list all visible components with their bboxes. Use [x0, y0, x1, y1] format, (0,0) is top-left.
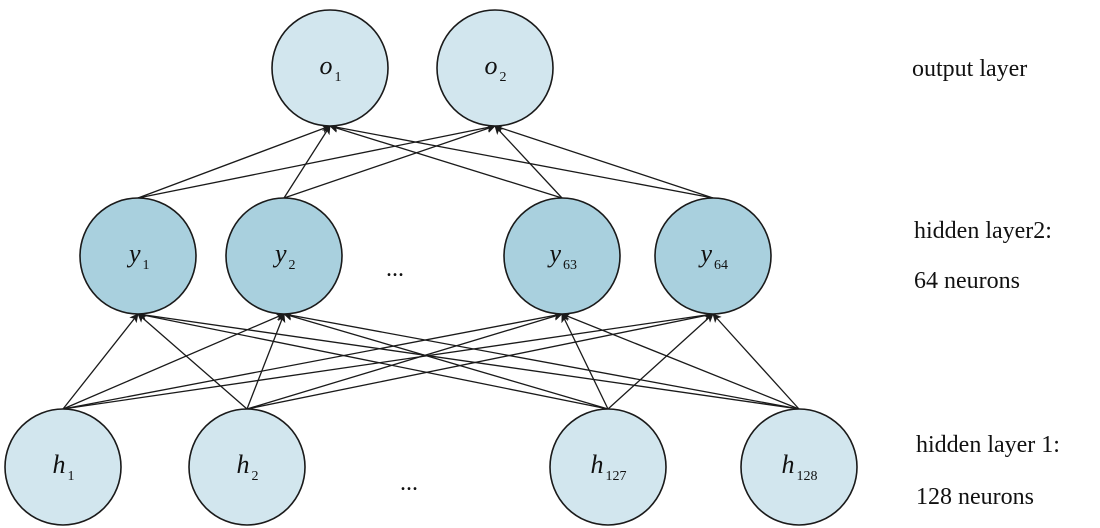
hidden-layer2-label: hidden layer2: — [914, 218, 1052, 244]
edge-h-2-to-y-3 — [246, 312, 563, 410]
edge-h-1-to-y-1 — [62, 313, 139, 410]
neuron-subscript: 1 — [68, 469, 75, 484]
edge-h-4-to-y-3 — [561, 312, 800, 410]
edge-h-3-to-y-1 — [137, 311, 609, 410]
edge-y-4-to-o-2 — [494, 124, 714, 199]
edge-y-1-to-o-1 — [137, 124, 331, 199]
neuron-variable: h — [591, 450, 604, 479]
neuron-variable: y — [546, 239, 561, 268]
neuron-variable: y — [272, 239, 287, 268]
neuron-subscript: 2 — [252, 469, 259, 484]
edge-y-2-to-o-2 — [283, 124, 496, 199]
neuron-circle — [4, 408, 122, 526]
edge-h-4-to-y-4 — [712, 313, 800, 410]
edge-h-1-to-y-4 — [62, 310, 714, 410]
neuron-circle — [740, 408, 858, 526]
neuron-circle — [225, 197, 343, 315]
neuron-circle — [79, 197, 197, 315]
edge-h-1-to-y-3 — [62, 311, 563, 410]
neuron-circle — [549, 408, 667, 526]
neuron-variable: o — [320, 51, 333, 80]
edge-y-3-to-o-2 — [494, 125, 563, 199]
neuron-subscript: 64 — [714, 258, 728, 273]
neuron-variable: h — [237, 450, 250, 479]
edge-h-3-to-y-2 — [283, 311, 609, 410]
neuron-subscript: 63 — [563, 258, 577, 273]
neuron-circle — [188, 408, 306, 526]
edge-h-4-to-y-2 — [283, 311, 800, 410]
neuron-circle — [436, 9, 554, 127]
neuron-subscript: 2 — [289, 258, 296, 273]
output-layer-label: output layer — [912, 56, 1028, 82]
neuron-circle — [654, 197, 772, 315]
hidden2-ellipsis: ... — [386, 256, 404, 282]
neuron-subscript: 128 — [797, 469, 818, 484]
edge-h-3-to-y-4 — [607, 313, 714, 410]
neuron-variable: y — [126, 239, 141, 268]
edge-h-2-to-y-2 — [246, 313, 286, 410]
edge-h-1-to-y-2 — [62, 313, 285, 410]
neuron-variable: h — [782, 450, 795, 479]
edge-y-3-to-o-1 — [329, 124, 563, 199]
neuron-variable: o — [485, 51, 498, 80]
connection-edges — [62, 123, 800, 410]
edge-h-3-to-y-3 — [561, 313, 609, 410]
hidden-layer2-count: 64 neurons — [914, 268, 1020, 294]
neuron-subscript: 2 — [500, 70, 507, 85]
edge-h-4-to-y-1 — [137, 310, 800, 410]
hidden-layer1-label: hidden layer 1: — [916, 432, 1060, 458]
hidden-layer1-count: 128 neurons — [916, 484, 1034, 510]
edge-y-1-to-o-2 — [137, 123, 496, 199]
neuron-circle — [503, 197, 621, 315]
edge-y-4-to-o-1 — [329, 123, 714, 199]
neuron-subscript: 1 — [335, 70, 342, 85]
edge-h-2-to-y-4 — [246, 311, 714, 410]
neuron-variable: h — [53, 450, 66, 479]
edge-y-2-to-o-1 — [283, 125, 331, 199]
neuron-circle — [271, 9, 389, 127]
neuron-variable: y — [697, 239, 712, 268]
edge-h-2-to-y-1 — [137, 313, 248, 410]
hidden1-ellipsis: ... — [400, 470, 418, 496]
neuron-subscript: 127 — [606, 469, 627, 484]
neuron-subscript: 1 — [143, 258, 150, 273]
